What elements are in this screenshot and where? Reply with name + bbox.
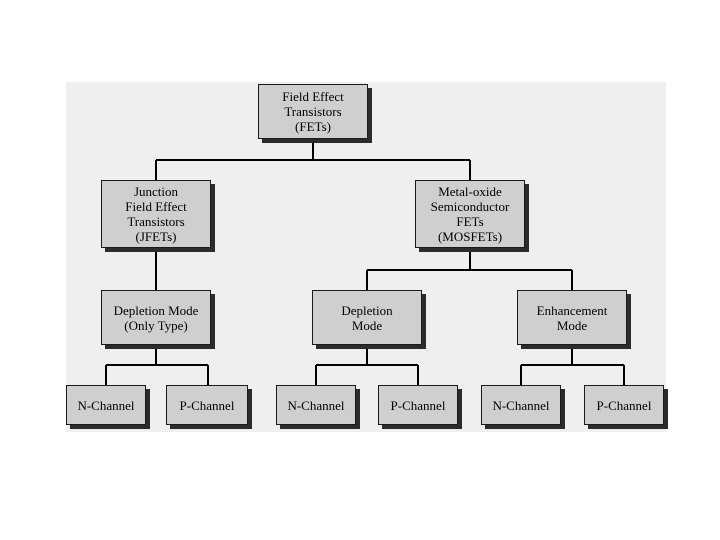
node-enhancement-n-channel: N-Channel (481, 385, 561, 425)
node-depletion-p-channel: P-Channel (378, 385, 458, 425)
diagram-background (66, 82, 666, 432)
node-fets: Field Effect Transistors (FETs) (258, 84, 368, 139)
node-mosfet-depletion-mode: Depletion Mode (312, 290, 422, 345)
node-depletion-n-channel: N-Channel (276, 385, 356, 425)
node-mosfets: Metal-oxide Semiconductor FETs (MOSFETs) (415, 180, 525, 248)
node-enhancement-mode: Enhancement Mode (517, 290, 627, 345)
node-jfet-p-channel: P-Channel (166, 385, 248, 425)
node-enhancement-p-channel: P-Channel (584, 385, 664, 425)
node-jfet-depletion-mode: Depletion Mode (Only Type) (101, 290, 211, 345)
node-jfet-n-channel: N-Channel (66, 385, 146, 425)
node-jfets: Junction Field Effect Transistors (JFETs… (101, 180, 211, 248)
